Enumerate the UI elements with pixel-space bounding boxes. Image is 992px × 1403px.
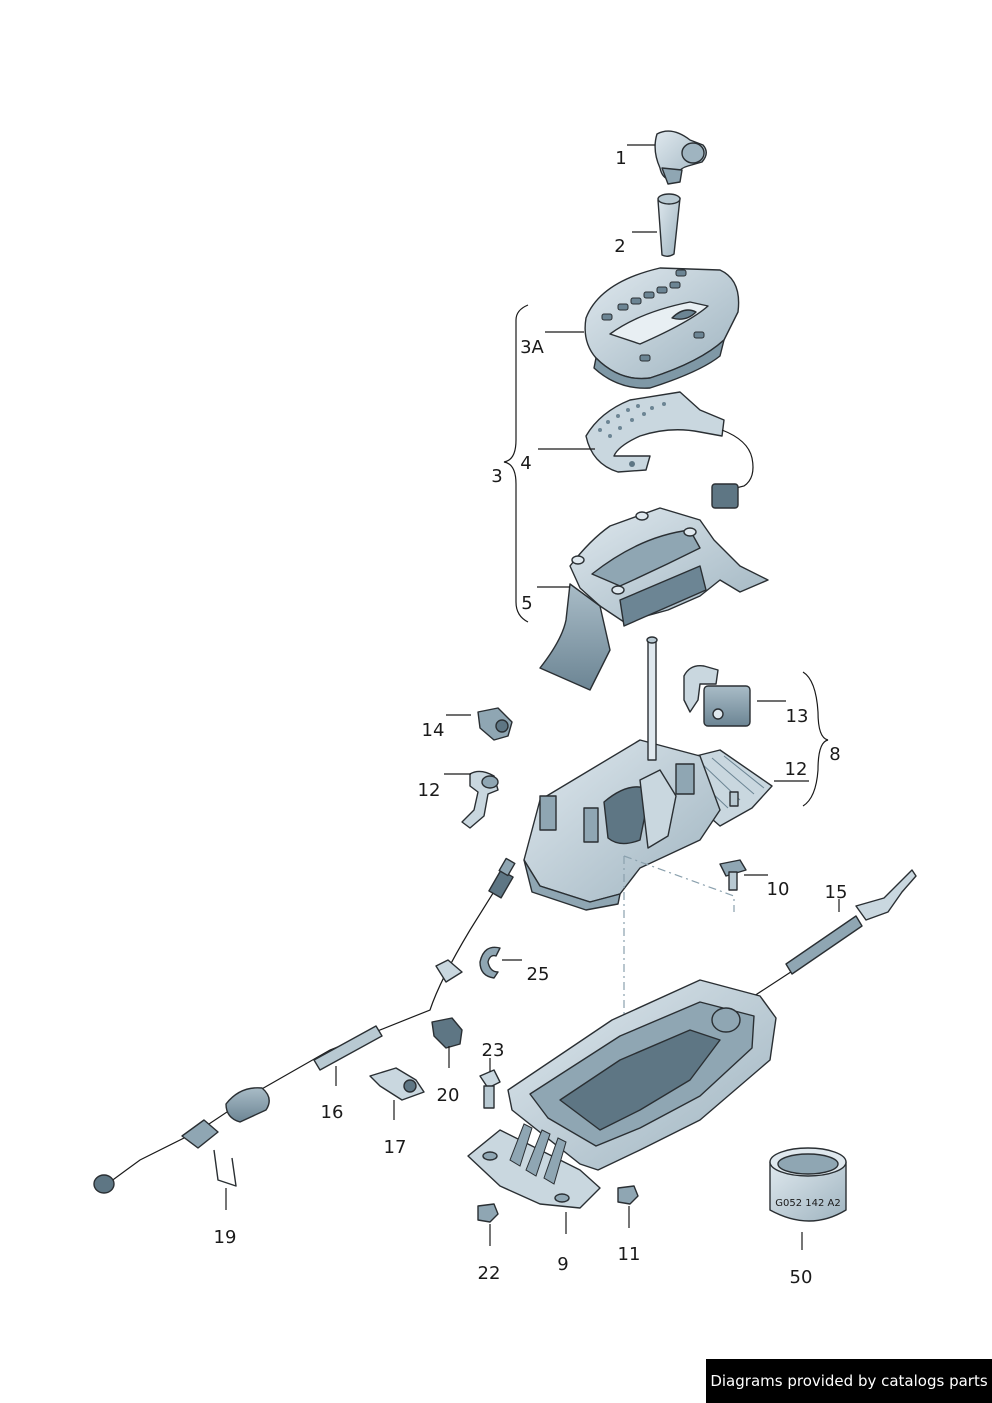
callout-13: 13 [786, 706, 809, 727]
retaining-clip-part [477, 707, 513, 741]
callout-15: 15 [825, 882, 848, 903]
gasket-plate-part [585, 391, 754, 509]
callout-5: 5 [521, 593, 532, 614]
callout-4: 4 [520, 453, 531, 474]
callout-12-left: 12 [418, 780, 441, 801]
solenoid-part [683, 665, 751, 727]
nut-11-part [617, 1185, 639, 1205]
lower-housing-part [467, 979, 777, 1209]
callout-2: 2 [614, 236, 625, 257]
callout-19: 19 [214, 1227, 237, 1248]
callout-17: 17 [384, 1137, 407, 1158]
attribution-text: Diagrams provided by catalogs parts [710, 1372, 988, 1390]
alignment-lines [623, 855, 735, 1150]
callout-22: 22 [478, 1263, 501, 1284]
callout-23: 23 [482, 1040, 505, 1061]
callout-3a: 3A [520, 337, 544, 358]
callout-50: 50 [790, 1267, 813, 1288]
callout-25: 25 [527, 964, 550, 985]
callout-11: 11 [618, 1244, 641, 1265]
shifter-mechanism-part [523, 636, 773, 911]
console-housing-part [539, 507, 769, 691]
shift-sleeve-part [657, 193, 681, 257]
grease-tin-part: G052 142 A2 [769, 1147, 847, 1222]
lever-bracket-part [461, 770, 499, 829]
attribution-footer: Diagrams provided by catalogs parts [706, 1359, 992, 1403]
callout-9: 9 [557, 1254, 568, 1275]
shift-cable-part [93, 857, 516, 1194]
callout-14: 14 [422, 720, 445, 741]
leader-lines [225, 144, 840, 1250]
callout-16: 16 [321, 1102, 344, 1123]
shift-indicator-cover-part [584, 267, 740, 389]
bolt-23-part [479, 1069, 501, 1109]
gear-knob-part [654, 130, 707, 185]
callout-labels: 1 2 3A 4 3 5 13 8 12 14 12 10 15 25 23 2… [214, 148, 848, 1288]
callout-1: 1 [615, 148, 626, 169]
bracket-17-part [369, 1067, 425, 1101]
spring-clip-19-part [213, 1149, 237, 1187]
bolt-10-part [719, 859, 747, 891]
callout-10: 10 [767, 879, 790, 900]
callout-3: 3 [491, 466, 502, 487]
callout-12-right: 12 [785, 759, 808, 780]
callout-20: 20 [437, 1085, 460, 1106]
circlip-part [479, 946, 501, 979]
selector-cable-part [753, 869, 917, 997]
nut-22-part [477, 1203, 499, 1223]
part50-marking: G052 142 A2 [775, 1198, 840, 1209]
connector-20-part [431, 1017, 463, 1049]
callout-8: 8 [829, 744, 840, 765]
